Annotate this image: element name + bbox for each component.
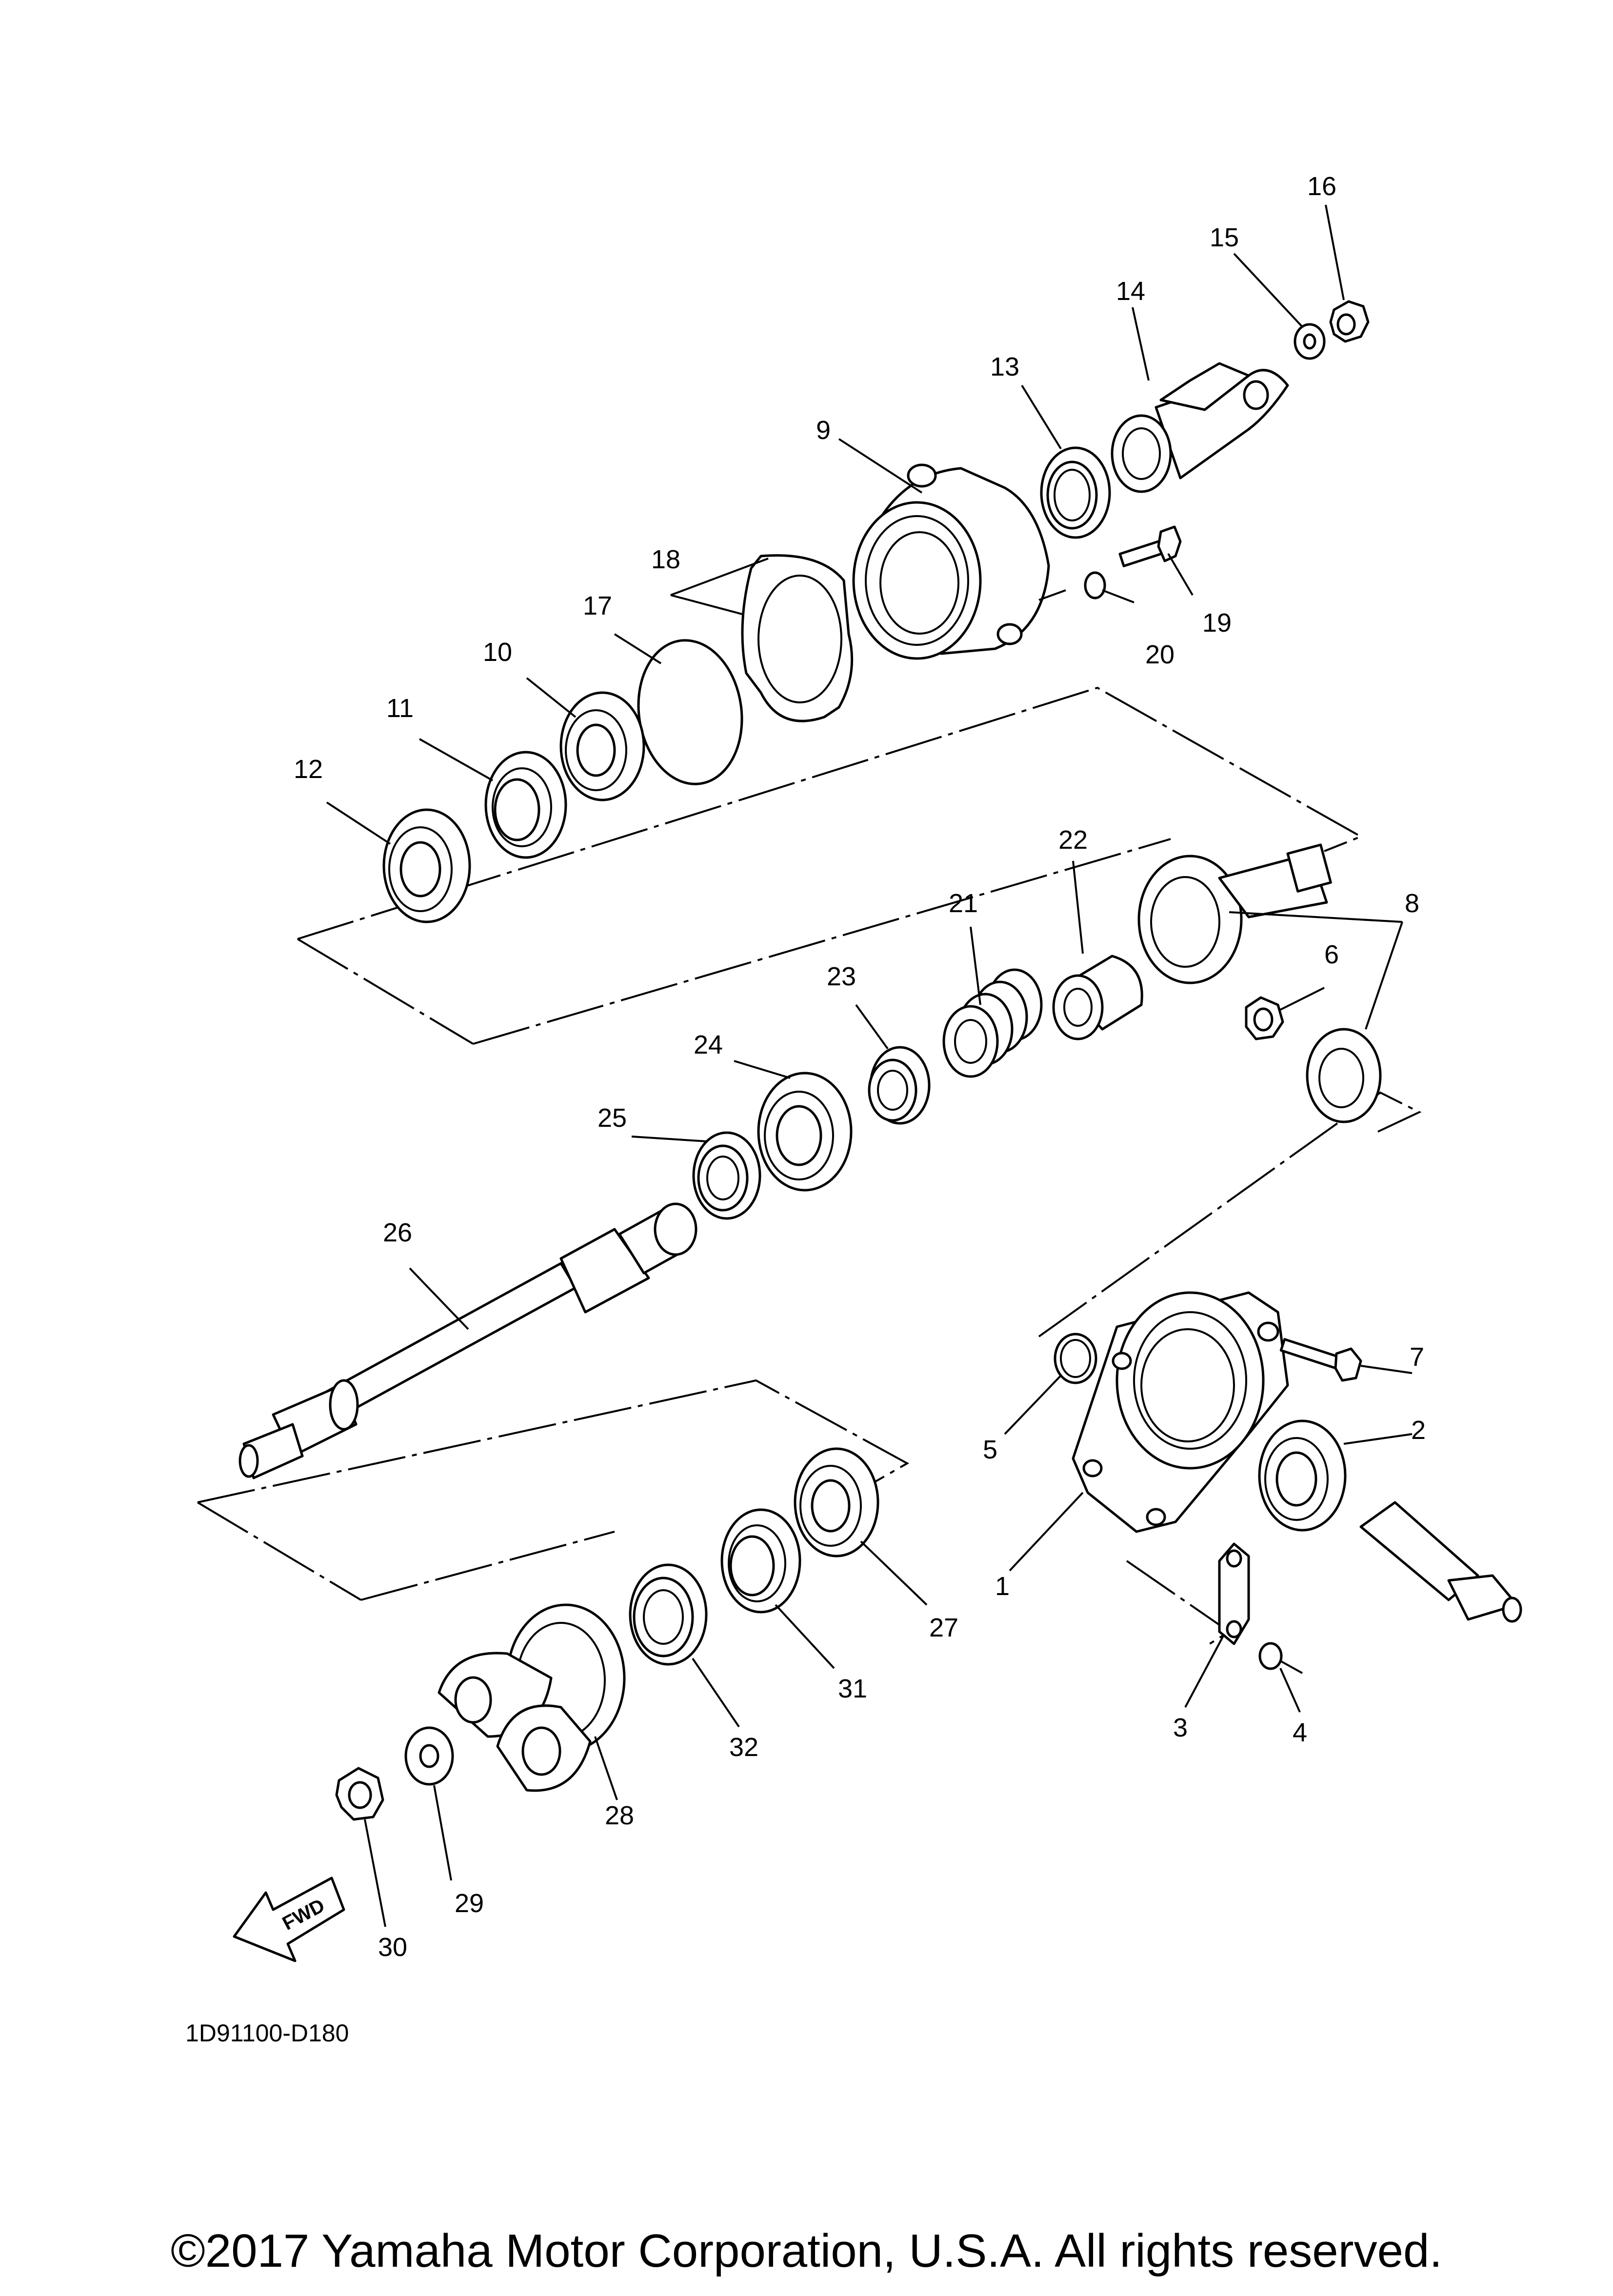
part-19-bolt [1118, 525, 1182, 567]
part-4-screw [1258, 1642, 1303, 1674]
part-8-gear-set [1137, 843, 1382, 1123]
part-13-seal [1040, 446, 1111, 539]
part-16-nut [1329, 300, 1370, 343]
part-15-washer [1294, 323, 1326, 360]
part-3-bracket [1218, 1542, 1250, 1645]
callout-24: 24 [694, 1030, 723, 1059]
callout-32: 32 [729, 1733, 758, 1762]
callout-21: 21 [949, 889, 978, 918]
callout-26: 26 [383, 1218, 412, 1247]
callout-14: 14 [1116, 277, 1145, 306]
diagram-code: 1D91100-D180 [185, 2019, 349, 2047]
part-10-bearing [559, 691, 645, 801]
callout-22: 22 [1058, 825, 1088, 855]
part-21-spring [942, 968, 1043, 1078]
part-27-bearing [794, 1447, 879, 1557]
callout-20: 20 [1145, 640, 1175, 669]
part-30-nut [335, 1767, 384, 1821]
part-23-collar [868, 1046, 931, 1125]
part-17-o-ring [637, 639, 743, 785]
callout-17: 17 [583, 591, 612, 620]
part-11-ring-nut [484, 751, 567, 859]
callout-6: 6 [1324, 940, 1339, 969]
callout-27: 27 [929, 1613, 958, 1642]
part-26-shaft [239, 1202, 697, 1479]
callout-19: 19 [1202, 608, 1232, 638]
part-2-bearing [1258, 1419, 1347, 1532]
part-32-seal [629, 1563, 708, 1666]
part-20-o-ring [1084, 571, 1106, 599]
upper-group-outline-link [473, 838, 1171, 1045]
part-9-housing [852, 463, 1050, 660]
part-29-washer [404, 1726, 454, 1786]
part-24-bearing [757, 1072, 853, 1192]
upper-group-outline-bottom [297, 938, 474, 1045]
leader-lines [326, 204, 1413, 1927]
fwd-arrow-icon: FWD [233, 1877, 345, 1962]
callout-29: 29 [455, 1889, 484, 1918]
callout-30: 30 [378, 1933, 407, 1962]
part-pinion-shaft [1359, 1501, 1522, 1623]
callout-8: 8 [1405, 889, 1419, 918]
callout-1: 1 [995, 1572, 1010, 1601]
part-18-gasket [741, 554, 854, 722]
callout-4: 4 [1293, 1718, 1307, 1747]
callout-25: 25 [597, 1103, 627, 1133]
upper-group-outline [297, 686, 1363, 940]
middle-group-outline [1038, 1091, 1422, 1338]
callout-18: 18 [651, 545, 680, 574]
lower-group-outline-link [360, 1531, 615, 1601]
part-7-bolt [1279, 1338, 1362, 1382]
callout-23: 23 [827, 962, 856, 991]
callout-5: 5 [983, 1435, 997, 1464]
callout-10: 10 [483, 638, 512, 667]
callout-16: 16 [1307, 172, 1336, 201]
callout-11: 11 [386, 694, 414, 723]
callout-7: 7 [1410, 1342, 1424, 1372]
callout-2: 2 [1411, 1416, 1426, 1445]
callout-12: 12 [294, 755, 323, 784]
callout-15: 15 [1210, 223, 1239, 252]
callout-numbers: 1 2 3 4 5 6 7 8 9 10 11 12 13 14 15 16 1… [294, 172, 1426, 1962]
part-14-yoke [1111, 362, 1289, 493]
part-22-collar [1052, 955, 1143, 1040]
part-28-yoke [438, 1603, 626, 1792]
callout-3: 3 [1173, 1713, 1188, 1742]
callout-31: 31 [838, 1674, 867, 1703]
part-1-case [1072, 1291, 1289, 1533]
part-31-ring-nut [720, 1508, 801, 1614]
part-25-seal [692, 1131, 761, 1220]
bracket-group-outline [1126, 1560, 1231, 1645]
part-12-bearing [382, 808, 471, 923]
callout-9: 9 [816, 416, 831, 445]
lower-group-outline-bottom [197, 1501, 362, 1601]
callout-13: 13 [990, 352, 1019, 381]
callout-28: 28 [605, 1801, 634, 1830]
part-6-nut [1245, 996, 1284, 1040]
copyright-notice: ©2017 Yamaha Motor Corporation, U.S.A. A… [170, 2225, 1443, 2277]
lower-group-outline [197, 1379, 910, 1503]
part-5-o-ring [1054, 1333, 1097, 1384]
